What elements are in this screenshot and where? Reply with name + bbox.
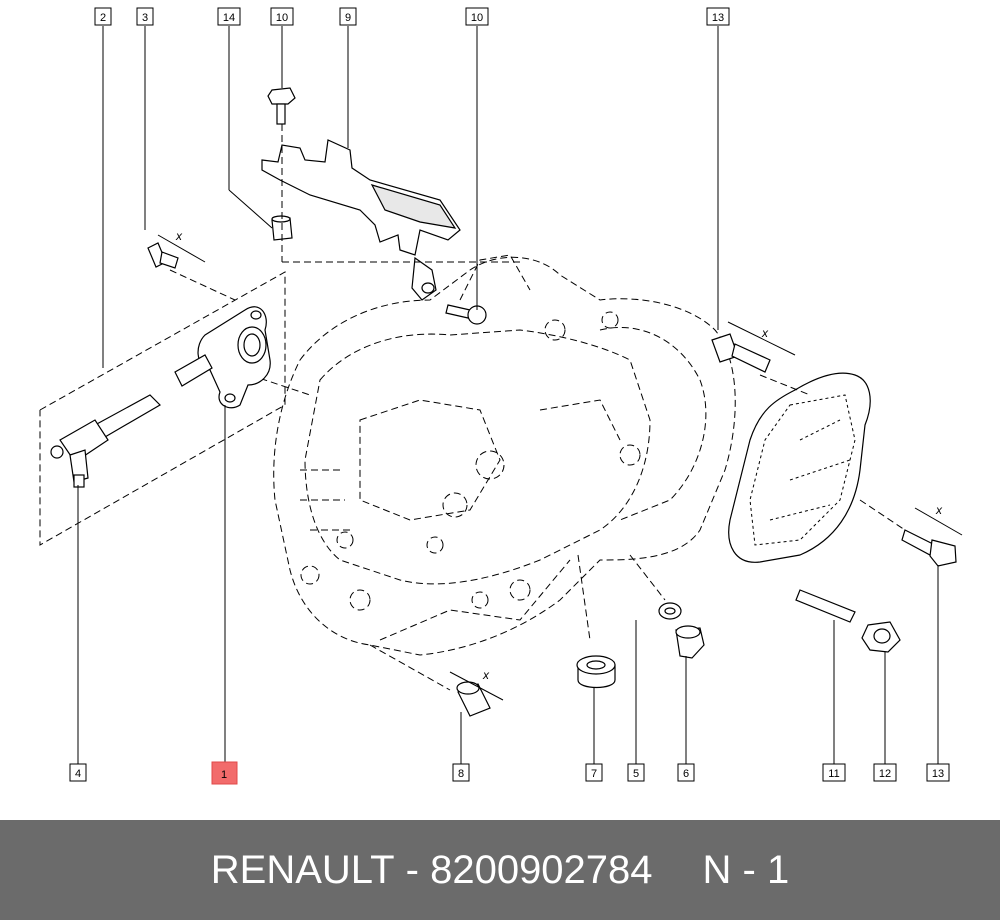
callout-12: 12: [873, 763, 897, 782]
callout-10-upper: 10: [270, 7, 294, 26]
torque-mark-2: x: [761, 326, 769, 340]
callout-11: 11: [822, 763, 846, 782]
bushing-part-8: [456, 681, 491, 717]
svg-text:9: 9: [345, 12, 351, 24]
callout-5: 5: [627, 763, 645, 782]
plug-part-6: [675, 625, 705, 659]
callout-8: 8: [452, 763, 470, 782]
callout-10-lower: 10: [465, 7, 489, 26]
bolt-part-13-lower: [901, 529, 957, 567]
callout-3: 3: [136, 7, 154, 26]
svg-text:13: 13: [932, 768, 944, 780]
torque-markings: x x x x: [157, 229, 963, 701]
part-suffix: N - 1: [702, 847, 790, 892]
callout-13-lower: 13: [926, 763, 950, 782]
svg-text:8: 8: [458, 768, 464, 780]
callout-9: 9: [339, 7, 357, 26]
cover-plate: [728, 372, 871, 563]
svg-text:10: 10: [276, 12, 288, 24]
clutch-slave-bearing: [174, 306, 271, 409]
bolt-part-3: [147, 242, 179, 269]
svg-text:10: 10: [471, 12, 483, 24]
exploded-parts-diagram: x x x x 2 3 14 10 9 10 13 4 1: [39, 7, 963, 785]
seal-part-7: [576, 655, 616, 689]
torque-mark-4: x: [482, 668, 490, 682]
washer-part-5: [658, 602, 682, 620]
callout-7: 7: [585, 763, 603, 782]
callout-1: 1: [211, 761, 238, 785]
nut-part-12: [861, 621, 901, 653]
part-number-banner: RENAULT - 8200902784 N - 1: [0, 820, 1000, 920]
svg-text:7: 7: [591, 768, 597, 780]
callout-13-upper: 13: [706, 7, 730, 26]
callout-4: 4: [69, 763, 87, 782]
svg-text:14: 14: [223, 12, 235, 24]
svg-text:11: 11: [828, 768, 839, 780]
brand-name: RENAULT: [210, 847, 395, 892]
bolt-part-13-upper: [711, 333, 771, 373]
svg-text:6: 6: [683, 768, 689, 780]
bracket-part-9: [261, 139, 461, 301]
callout-2: 2: [94, 7, 112, 26]
svg-text:3: 3: [142, 12, 148, 24]
leader-lines: [77, 26, 939, 764]
bolt-part-10-lower: [445, 304, 487, 325]
part-number: 8200902784: [430, 847, 653, 892]
torque-mark-3: x: [935, 503, 943, 517]
svg-text:5: 5: [633, 768, 639, 780]
assembly-group-outline: [39, 271, 286, 546]
svg-text:13: 13: [712, 12, 724, 24]
svg-text:12: 12: [879, 768, 891, 780]
svg-text:4: 4: [75, 768, 81, 780]
hydraulic-line: [50, 394, 161, 488]
callout-14: 14: [217, 7, 241, 26]
gearbox-housing: [273, 254, 736, 656]
bolt-part-10-upper: [267, 87, 296, 125]
torque-mark-1: x: [175, 229, 183, 243]
svg-text:1: 1: [221, 769, 227, 781]
brand-separator: -: [405, 847, 419, 892]
stud-part-11: [795, 589, 856, 623]
callout-6: 6: [677, 763, 695, 782]
svg-text:2: 2: [100, 12, 106, 24]
